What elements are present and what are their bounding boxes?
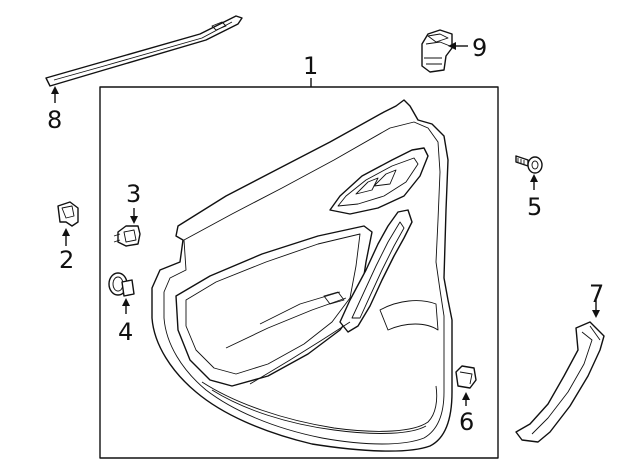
- door-trim-panel: [151, 99, 453, 452]
- clip-part: [57, 201, 79, 227]
- door-panel-frame: [99, 86, 499, 459]
- callout-7: 7: [589, 280, 604, 308]
- callout-2: 2: [59, 246, 74, 274]
- bracket-clip: [113, 225, 141, 247]
- window-switch: [421, 29, 453, 73]
- screw: [515, 155, 543, 174]
- callout-1: 1: [303, 52, 318, 80]
- grommet: [108, 272, 135, 297]
- sill-trim-strip: [515, 321, 605, 443]
- callout-6: 6: [459, 408, 474, 436]
- belt-molding-strip: [45, 15, 243, 87]
- small-clip: [455, 365, 477, 389]
- callout-5: 5: [527, 193, 542, 221]
- callout-3: 3: [126, 180, 141, 208]
- callout-9: 9: [472, 34, 487, 62]
- callout-4: 4: [118, 318, 133, 346]
- callout-8: 8: [47, 106, 62, 134]
